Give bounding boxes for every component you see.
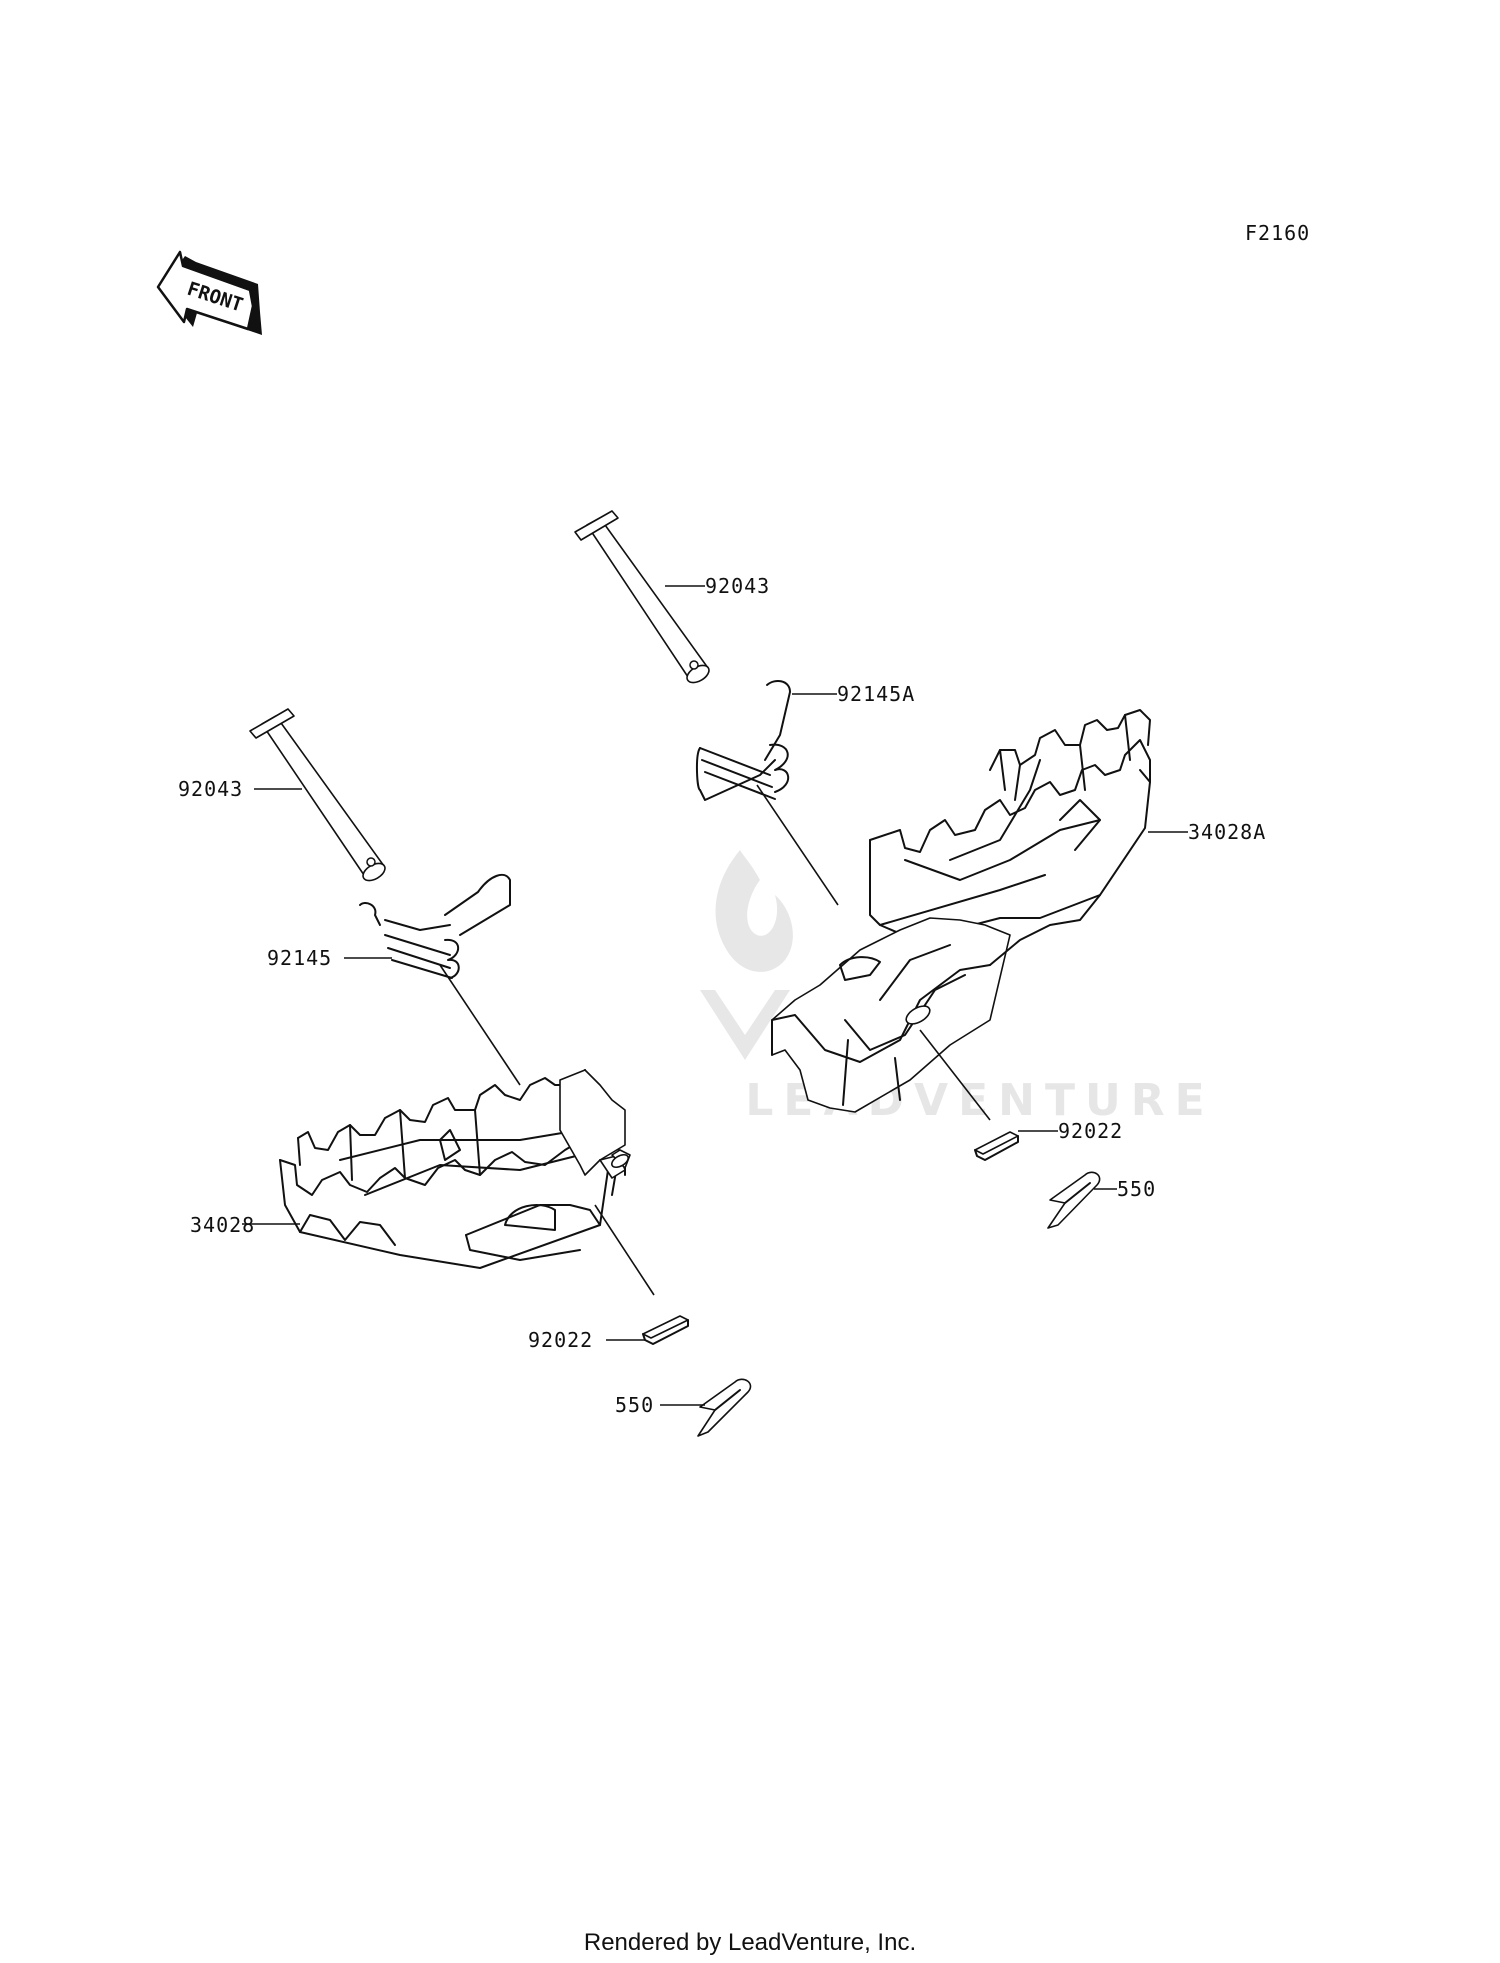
- pin-right: [574, 510, 710, 684]
- label-spring-right: 92145A: [837, 682, 915, 706]
- footpeg-left: [279, 1069, 631, 1269]
- footpeg-right: [771, 709, 1151, 1113]
- label-footpeg-right: 34028A: [1188, 820, 1266, 844]
- label-pin-right: 92043: [705, 574, 770, 598]
- figure-code: F2160: [1245, 221, 1310, 245]
- footer-text: Rendered by LeadVenture, Inc.: [584, 1929, 916, 1956]
- spring-left: [359, 873, 511, 979]
- label-spring-left: 92145: [267, 946, 332, 970]
- washer-right: [974, 1131, 1019, 1161]
- label-pin-left: 92043: [178, 777, 243, 801]
- label-washer-right: 92022: [1058, 1119, 1123, 1143]
- cotter-pin-left: [697, 1378, 752, 1437]
- label-washer-left: 92022: [528, 1328, 593, 1352]
- front-arrow-icon: FRONT: [156, 250, 262, 335]
- cotter-pin-right: [1047, 1171, 1101, 1229]
- pin-left: [249, 708, 386, 882]
- label-cotter-right: 550: [1117, 1177, 1156, 1201]
- label-footpeg-left: 34028: [190, 1213, 255, 1237]
- spring-right: [696, 679, 791, 801]
- label-cotter-left: 550: [615, 1393, 654, 1417]
- washer-left: [642, 1315, 689, 1345]
